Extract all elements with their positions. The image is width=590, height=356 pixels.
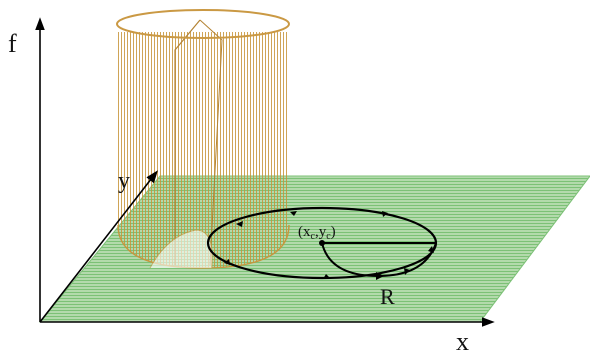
center-point — [319, 240, 325, 246]
center-label-close: ) — [331, 224, 336, 240]
center-label-x: x — [303, 224, 311, 240]
y-axis-line — [39, 170, 158, 323]
f-axis-label: f — [8, 29, 17, 58]
x-axis-label: x — [456, 327, 469, 356]
center-label-open: ( — [298, 224, 303, 240]
radius-label: R — [380, 284, 395, 309]
center-label-comma: , — [315, 224, 319, 240]
cylinder-surface — [116, 9, 290, 269]
inner-arc-arrow — [376, 272, 384, 280]
center-label-y: y — [319, 224, 327, 240]
y-axis-label: y — [118, 168, 130, 194]
center-label-sub-y: c — [326, 231, 331, 242]
center-label-sub-x: c — [311, 231, 316, 242]
center-label: (xc,yc) — [298, 224, 336, 242]
